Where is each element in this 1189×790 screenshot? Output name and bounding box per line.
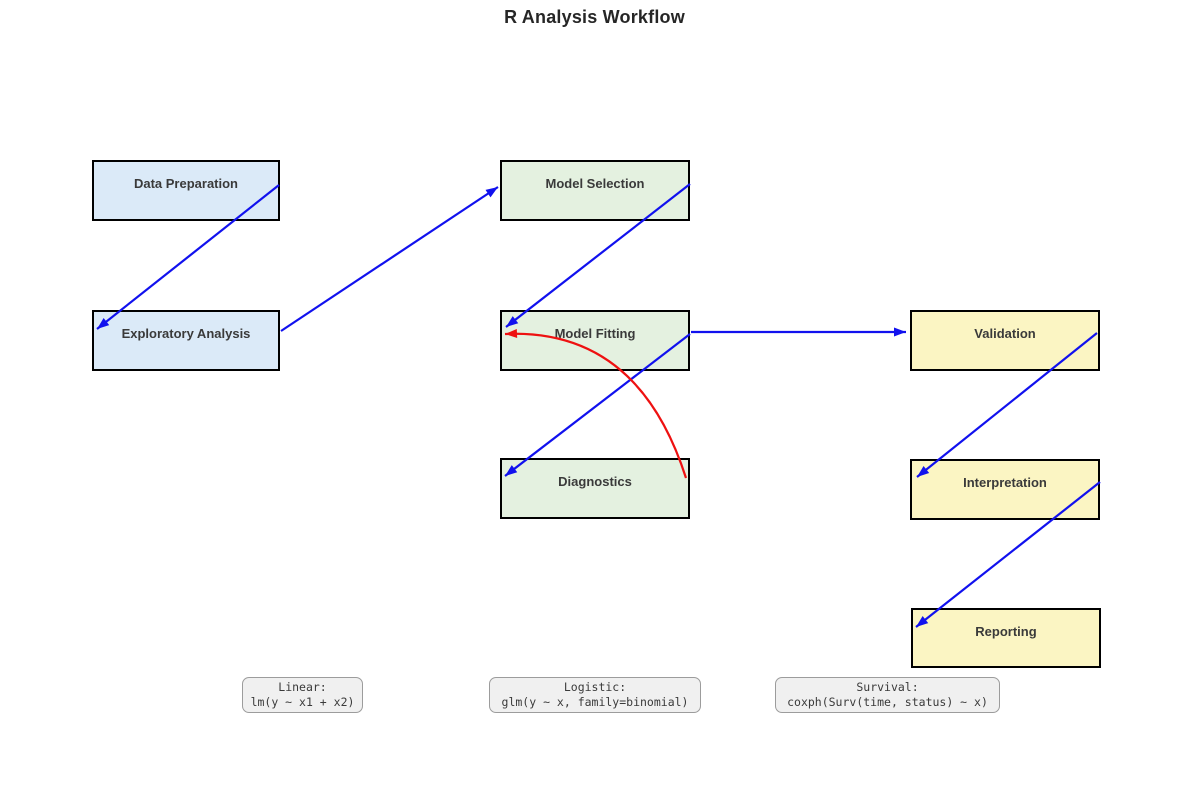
code-note-code: lm(y ~ x1 + x2)	[250, 695, 355, 709]
node-label-data-preparation: Data Preparation	[133, 176, 239, 191]
code-note-heading: Linear:	[278, 680, 327, 694]
node-label-reporting: Reporting	[975, 623, 1037, 639]
code-note-survival: Survival:coxph(Surv(time, status) ~ x)	[775, 677, 1000, 713]
edge-exploratory-analysis-to-model-selection	[280, 186, 499, 332]
node-model-fitting: Model Fitting	[500, 310, 690, 371]
code-note-logistic: Logistic:glm(y ~ x, family=binomial)	[489, 677, 701, 713]
node-label-interpretation: Interpretation	[963, 475, 1047, 490]
code-note-linear: Linear:lm(y ~ x1 + x2)	[242, 677, 363, 713]
code-note-heading: Logistic:	[563, 680, 627, 694]
node-label-validation: Validation	[974, 326, 1036, 341]
node-label-model-fitting: Model Fitting	[554, 326, 636, 341]
node-model-selection: Model Selection	[500, 160, 690, 221]
node-diagnostics: Diagnostics	[500, 458, 690, 519]
node-validation: Validation	[910, 310, 1100, 371]
node-label-diagnostics: Diagnostics	[558, 474, 632, 489]
node-interpretation: Interpretation	[910, 459, 1100, 520]
edge-group	[96, 183, 1101, 628]
node-exploratory-analysis: Exploratory Analysis	[92, 310, 280, 371]
code-note-heading: Survival:	[856, 680, 919, 694]
code-note-code: coxph(Surv(time, status) ~ x)	[787, 695, 988, 709]
node-reporting: Reporting	[911, 608, 1101, 668]
node-label-model-selection: Model Selection	[545, 176, 645, 191]
code-note-code: glm(y ~ x, family=binomial)	[501, 695, 689, 709]
node-data-preparation: Data Preparation	[92, 160, 280, 221]
diagram-title: R Analysis Workflow	[504, 7, 685, 27]
node-label-exploratory-analysis: Exploratory Analysis	[121, 326, 251, 341]
